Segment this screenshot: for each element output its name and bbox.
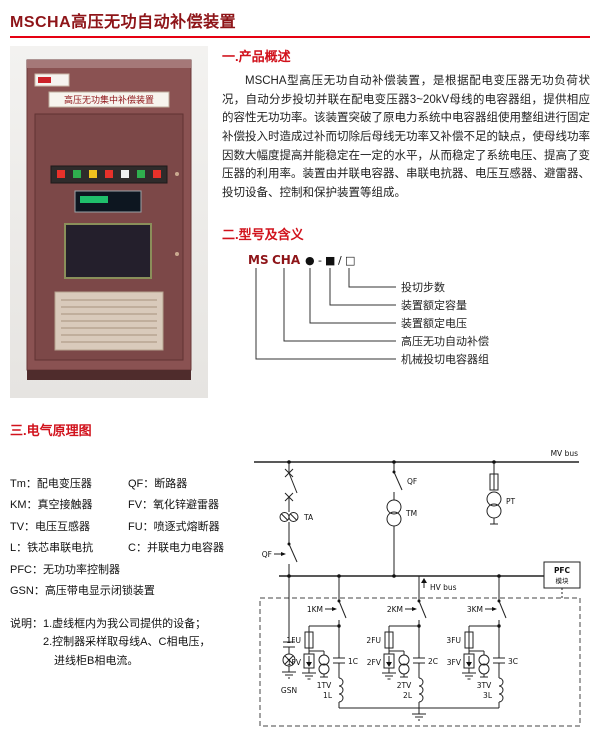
label-1l: 1L [323,691,333,700]
code-type: CHA [272,253,301,267]
label-qf-feeder: QF [262,550,272,559]
vent-panel [54,291,164,351]
code-square-filled: ■ [325,254,335,267]
model-label-steps: 投切步数 [401,280,445,294]
circuit-junctions [281,460,501,667]
legend-row: KM：真空接触器 FV：氧化锌避雷器 [10,495,238,516]
schematic-section: 三.电气原理图 Tm：配电变压器 QF：断路器 KM：真空接触器 FV：氧化锌避… [10,420,590,738]
legend-row: GSN：高压带电显示闭锁装置 [10,581,238,602]
cabinet-illustration: 高压无功集中补偿装置 [26,59,192,380]
label-hv-bus: HV bus [430,583,457,592]
label-2c: 2C [428,657,438,666]
legend-row: PFC：无功功率控制器 [10,560,238,581]
model-label-capacitor-bank: 机械投切电容器组 [401,352,489,366]
legend-l: L：铁芯串联电抗 [10,542,94,555]
code-series: MS [248,253,269,267]
top-row: 高压无功集中补偿装置 [10,46,590,398]
label-3l: 3L [483,691,493,700]
label-tm: TM [405,509,417,518]
label-3km: 3KM [467,605,483,614]
label-qf-mid: QF [407,477,417,486]
label-2fu: 2FU [366,636,381,645]
label-pfc: PFC [554,566,571,575]
title-divider [10,36,590,38]
product-photo: 高压无功集中补偿装置 [10,46,208,398]
model-diagram: MS CHA ● - ■ / □ [248,253,489,366]
cabinet-body: 高压无功集中补偿装置 [26,59,192,380]
indicator-lights [50,165,168,184]
schematic-notes: 说明：1.虚线框内为我公司提供的设备； 2.控制器采样取母线A、C相电压， 进线… [10,615,238,671]
code-dot: ● [305,254,315,267]
label-2fv: 2FV [367,658,382,667]
label-1fv: 1FV [287,658,302,667]
model-callout-labels: 投切步数 装置额定容量 装置额定电压 高压无功自动补偿 机械投切电容器组 [401,280,489,366]
model-code-symbols: ● - ■ / □ [305,254,355,267]
label-3tv: 3TV [477,681,492,690]
legend-c: C：并联电力电容器 [128,542,224,555]
label-2l: 2L [403,691,413,700]
legend-qf: QF：断路器 [128,478,188,490]
label-gsn: GSN [281,686,297,695]
right-column: 一.产品概述 MSCHA型高压无功自动补偿装置，是根据配电变压器无功负荷状况，自… [222,46,590,398]
legend-tm: Tm：配电变压器 [10,478,92,490]
note-line-1: 说明：1.虚线框内为我公司提供的设备； [10,617,207,630]
legend-pfc: PFC：无功功率控制器 [10,563,120,576]
model-code: MS CHA [248,253,301,267]
note-line-2: 2.控制器采样取母线A、C相电压， [43,636,211,649]
legend-row: TV：电压互感器 FU：喷逐式熔断器 [10,517,238,538]
overview-text: MSCHA型高压无功自动补偿装置，是根据配电变压器无功负荷状况，自动分步投切并联… [222,75,590,199]
legend-tv: TV：电压互感器 [10,520,91,533]
circuit-wires [254,461,581,727]
section-overview-heading: 一.产品概述 [222,49,291,64]
legend-row: L：铁芯串联电抗 C：并联电力电容器 [10,538,238,559]
circuit-labels: MV bus HV bus TA QF QF TM PT PFC 模块 GSN … [262,449,578,700]
model-label-voltage: 装置额定电压 [401,316,467,330]
legend-row: Tm：配电变压器 QF：断路器 [10,474,238,495]
section-model-heading: 二.型号及含义 [222,227,304,243]
note-line-3: 进线柜B相电流。 [54,655,139,667]
circuit-diagram: MV bus HV bus TA QF QF TM PT PFC 模块 GSN … [254,449,581,727]
label-3c: 3C [508,657,518,666]
meter-display [74,190,142,213]
cabinet-base [27,370,191,380]
label-2tv: 2TV [397,681,412,690]
label-3fv: 3FV [447,658,462,667]
nameplate [48,91,170,108]
label-ta: TA [303,513,314,522]
code-square-open: □ [345,254,355,267]
label-mv-bus: MV bus [551,449,578,458]
legend-gsn: GSN：高压带电显示闭锁装置 [10,585,155,598]
nameplate-text: 高压无功集中补偿装置 [64,94,154,106]
schematic-legend: Tm：配电变压器 QF：断路器 KM：真空接触器 FV：氧化锌避雷器 TV：电压… [10,446,238,738]
label-1tv: 1TV [317,681,332,690]
label-2km: 2KM [387,605,403,614]
legend-fu: FU：喷逐式熔断器 [128,520,220,533]
legend-km: KM：真空接触器 [10,499,93,512]
code-slash: / [338,254,342,267]
section-schematic-heading: 三.电气原理图 [10,423,92,438]
model-section: 二.型号及含义 MS CHA ● - ■ / □ [222,224,590,372]
label-pt: PT [506,497,516,506]
label-3fu: 3FU [446,636,461,645]
model-callout-lines [255,268,396,360]
inspection-window [64,223,152,279]
label-1fu: 1FU [286,636,301,645]
label-pfc-module: 模块 [556,576,570,585]
legend-fv: FV：氧化锌避雷器 [128,499,220,512]
label-1c: 1C [348,657,358,666]
model-label-compensation: 高压无功自动补偿 [401,334,489,348]
code-dash: - [318,254,322,267]
page-title: MSCHA高压无功自动补偿装置 [10,14,237,31]
label-1km: 1KM [307,605,323,614]
model-label-capacity: 装置额定容量 [401,298,467,312]
